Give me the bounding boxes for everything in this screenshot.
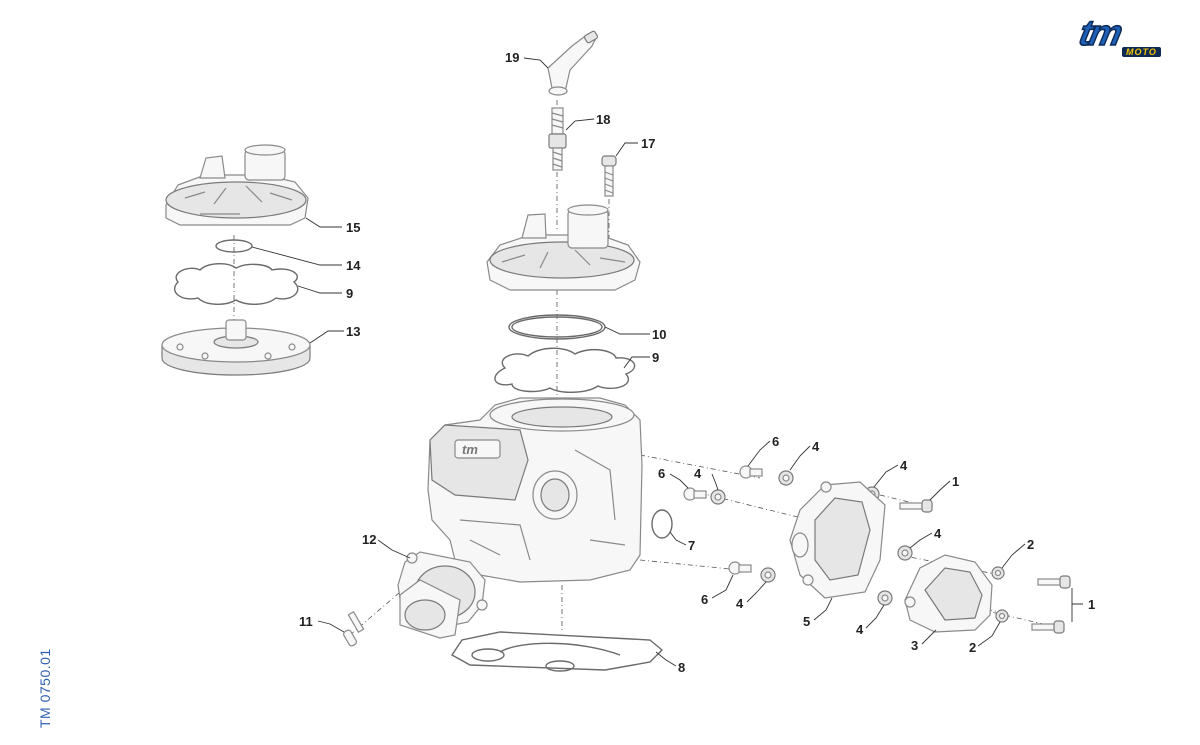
callout-4-cover: 4	[934, 526, 942, 541]
callout-6-top: 6	[772, 434, 779, 449]
valve-cover-5	[789, 481, 886, 599]
callout-3: 3	[911, 638, 918, 653]
callout-12: 12	[362, 532, 376, 547]
callout-6-mid: 6	[658, 466, 665, 481]
o-ring-14	[215, 239, 253, 253]
callout-5: 5	[803, 614, 810, 629]
tm-moto-logo: tm MOTO	[1070, 11, 1178, 60]
callout-7: 7	[688, 538, 695, 553]
callout-10: 10	[652, 327, 666, 342]
gasket-9-left	[173, 263, 299, 305]
callout-15: 15	[346, 220, 360, 235]
base-gasket-8	[450, 631, 664, 672]
assembly-axes	[233, 100, 1061, 636]
spark-plug	[548, 107, 567, 171]
callout-4-mid: 4	[694, 466, 702, 481]
callout-1-bottom: 1	[1088, 597, 1095, 612]
callout-11: 11	[299, 614, 313, 629]
svg-text:tm: tm	[462, 442, 478, 457]
callout-13: 13	[346, 324, 360, 339]
callout-9-left: 9	[346, 286, 353, 301]
callout-2-top: 2	[1027, 537, 1034, 552]
callout-4-lower: 4	[856, 622, 864, 637]
gasket-9-main	[494, 347, 636, 393]
callout-18: 18	[596, 112, 610, 127]
callout-6-bottom: 6	[701, 592, 708, 607]
callout-4-right: 4	[900, 458, 908, 473]
callout-9-main: 9	[652, 350, 659, 365]
leader-lines	[251, 57, 1083, 667]
callout-4-bottom: 4	[736, 596, 744, 611]
logo-subtitle: MOTO	[1122, 47, 1161, 57]
cylinder-head	[486, 204, 641, 291]
callout-8: 8	[678, 660, 685, 675]
head-cover-15	[165, 144, 309, 226]
o-ring-7	[651, 509, 673, 539]
screw-11	[343, 611, 365, 647]
exhaust-flange-12	[397, 551, 488, 639]
callout-14: 14	[346, 258, 361, 273]
cover-3	[904, 554, 993, 633]
spark-plug-cap	[547, 30, 599, 96]
callout-labels: 19 18 17 15 14 9 13 10 9 6 4 6 4 4 1 7 4…	[299, 50, 1095, 675]
callout-4-top: 4	[812, 439, 820, 454]
callout-1-top: 1	[952, 474, 959, 489]
head-insert-13	[161, 319, 311, 376]
screw-17	[601, 155, 617, 197]
callout-2-bottom: 2	[969, 640, 976, 655]
callout-19: 19	[505, 50, 519, 65]
callout-17: 17	[641, 136, 655, 151]
cylinder-body: tm	[427, 397, 643, 583]
